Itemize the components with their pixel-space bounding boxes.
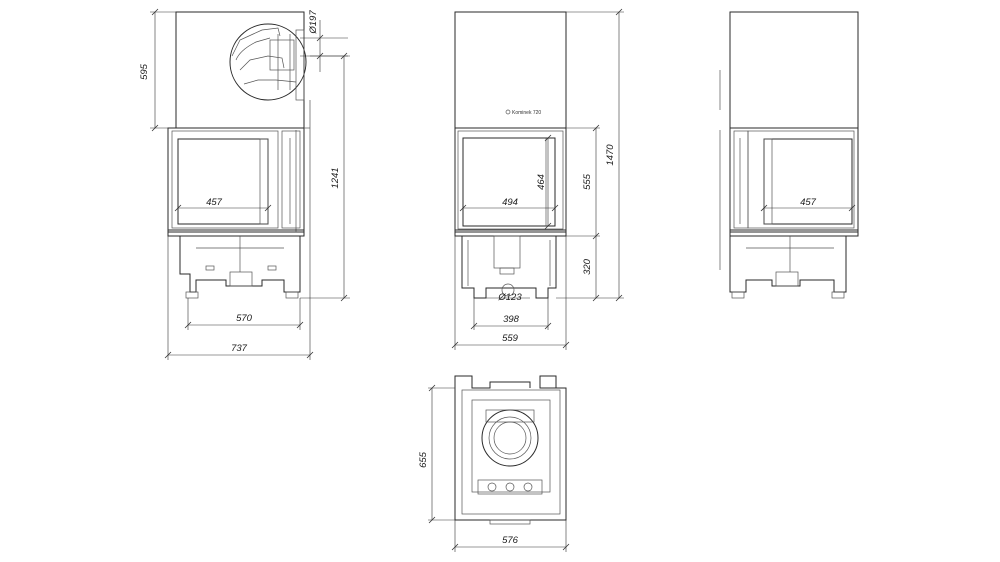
dim-label-flue: Ø197 (308, 10, 319, 35)
dim-464: 464 (536, 134, 552, 230)
left-base (179, 236, 301, 299)
right-hood (729, 11, 859, 129)
dim-1241: 1241 (300, 52, 350, 302)
plan-view: 655 576 (418, 375, 570, 552)
brand-label: Kominek 720 (512, 110, 541, 116)
plan-outline (454, 375, 567, 521)
dim-320: 320 (556, 236, 600, 302)
dim-label-123: Ø123 (497, 292, 522, 303)
front-firebox (454, 127, 567, 233)
dim-label-555: 555 (582, 173, 593, 190)
dim-655: 655 (418, 384, 455, 524)
dim-570: 570 (184, 298, 304, 330)
dim-label-737: 737 (231, 343, 248, 354)
brand-plate: Kominek 720 (505, 109, 541, 116)
dim-label-595: 595 (139, 63, 150, 80)
front-hood (454, 11, 567, 129)
dim-label-1470: 1470 (605, 144, 616, 166)
right-base (729, 236, 847, 299)
dim-label-655: 655 (418, 451, 429, 468)
front-base (461, 235, 557, 299)
dim-label-1241: 1241 (330, 167, 341, 188)
dim-595: 595 (139, 8, 176, 132)
dim-label-320: 320 (582, 258, 593, 275)
dim-label-570: 570 (236, 313, 253, 324)
right-view: 457 (719, 11, 859, 299)
dim-123: Ø123 (486, 292, 530, 303)
plan-flue-ring (481, 409, 539, 467)
dim-label-559: 559 (502, 333, 519, 344)
dim-label-464: 464 (536, 174, 547, 190)
dim-label-576: 576 (502, 535, 519, 546)
dim-555: 555 (566, 124, 600, 240)
dim-label-right-457: 457 (800, 197, 817, 208)
dim-label-494: 494 (502, 197, 518, 208)
right-firebox (729, 127, 859, 233)
plan-air-inlet (477, 479, 543, 495)
dim-494: 494 (459, 197, 559, 212)
dim-flue: Ø197 (300, 10, 348, 72)
dim-right-457: 457 (760, 197, 856, 212)
dim-label-left-457: 457 (206, 197, 223, 208)
dim-label-398: 398 (503, 314, 520, 325)
dim-576: 576 (451, 520, 570, 552)
front-view: Kominek 720 464 494 (451, 8, 624, 350)
dim-398: 398 (470, 298, 552, 330)
dim-left-457: 457 (174, 197, 272, 212)
left-view: 595 Ø197 1241 457 (139, 8, 350, 360)
flue-detail (229, 23, 307, 101)
dim-559: 559 (451, 236, 570, 350)
dim-1470: 1470 (566, 8, 624, 302)
dim-737: 737 (164, 236, 314, 360)
